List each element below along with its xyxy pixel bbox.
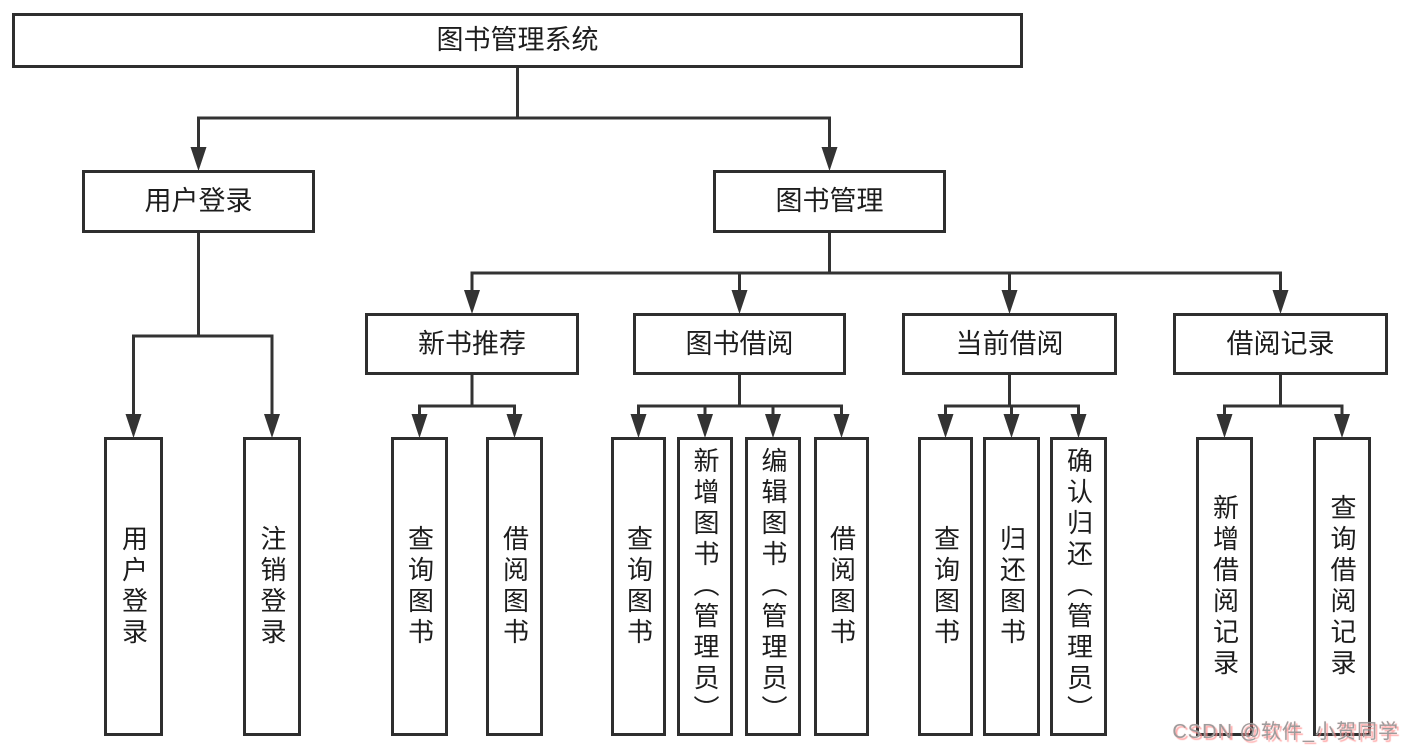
arrowhead-icon — [765, 414, 781, 438]
node-confirm-return-admin: 确认归还（管理员） — [1050, 437, 1107, 736]
arrowhead-icon — [1001, 290, 1018, 314]
node-label-library-system: 图书管理系统 — [436, 25, 599, 55]
node-query-borrow-record: 查询借阅记录 — [1313, 437, 1371, 736]
arrowhead-icon — [464, 290, 480, 314]
node-new-book-recommend: 新书推荐 — [365, 313, 579, 375]
arrowhead-icon — [731, 290, 748, 314]
node-label-query-borrow-record: 查询借阅记录 — [1327, 493, 1357, 680]
node-book-borrowing: 图书借阅 — [633, 313, 846, 375]
arrowhead-icon — [506, 414, 523, 438]
node-label-query-books-2: 查询图书 — [623, 524, 654, 649]
node-logout: 注销登录 — [243, 437, 301, 736]
node-user-login: 用户登录 — [82, 170, 315, 233]
arrowhead-icon — [1070, 414, 1087, 438]
arrowhead-icon — [1334, 414, 1350, 438]
node-edit-books-admin: 编辑图书（管理员） — [745, 437, 801, 736]
node-label-book-management: 图书管理 — [775, 186, 884, 216]
node-add-books-admin: 新增图书（管理员） — [677, 437, 733, 736]
node-label-query-books-3: 查询图书 — [930, 524, 961, 649]
arrowhead-icon — [190, 147, 207, 171]
arrowhead-icon — [937, 414, 954, 438]
arrowhead-icon — [1272, 290, 1289, 314]
arrowhead-icon — [697, 414, 713, 438]
node-label-edit-books-admin: 编辑图书（管理员） — [758, 447, 788, 726]
node-borrow-books-1: 借阅图书 — [486, 437, 543, 736]
arrowhead-icon — [821, 147, 838, 171]
node-label-add-borrow-record: 新增借阅记录 — [1209, 493, 1240, 680]
node-library-system: 图书管理系统 — [12, 13, 1023, 68]
node-label-borrow-books-2: 借阅图书 — [826, 524, 857, 649]
node-return-books: 归还图书 — [983, 437, 1040, 736]
node-label-book-borrowing: 图书借阅 — [685, 328, 794, 359]
node-label-return-books: 归还图书 — [996, 524, 1027, 649]
arrowhead-icon — [264, 414, 280, 438]
node-label-current-borrowing: 当前借阅 — [955, 328, 1064, 359]
node-add-borrow-record: 新增借阅记录 — [1196, 437, 1253, 736]
node-label-new-book-recommend: 新书推荐 — [418, 328, 526, 359]
node-label-confirm-return-admin: 确认归还（管理员） — [1063, 447, 1094, 726]
node-query-books-2: 查询图书 — [611, 437, 666, 736]
node-query-books-1: 查询图书 — [391, 437, 448, 736]
node-label-borrowing-records: 借阅记录 — [1226, 328, 1335, 359]
arrowhead-icon — [833, 414, 850, 438]
arrowhead-icon — [125, 414, 142, 438]
node-login: 用户登录 — [104, 437, 163, 736]
node-book-management: 图书管理 — [713, 170, 946, 233]
node-label-query-books-1: 查询图书 — [404, 524, 435, 649]
node-borrow-books-2: 借阅图书 — [814, 437, 869, 736]
node-label-user-login: 用户登录 — [144, 186, 253, 216]
arrowhead-icon — [1003, 414, 1020, 438]
node-borrowing-records: 借阅记录 — [1173, 313, 1388, 375]
node-label-add-books-admin: 新增图书（管理员） — [690, 447, 720, 726]
node-query-books-3: 查询图书 — [918, 437, 973, 736]
node-current-borrowing: 当前借阅 — [902, 313, 1117, 375]
arrowhead-icon — [411, 414, 428, 438]
arrowhead-icon — [630, 414, 647, 438]
node-label-borrow-books-1: 借阅图书 — [499, 524, 530, 649]
watermark: CSDN @软件_小贺同学 — [1172, 721, 1399, 743]
node-label-logout: 注销登录 — [257, 524, 287, 649]
arrowhead-icon — [1216, 414, 1233, 438]
node-label-login: 用户登录 — [118, 524, 149, 649]
